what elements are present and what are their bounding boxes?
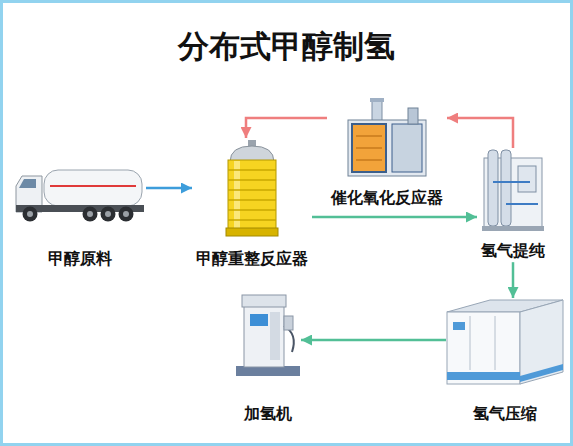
process-node: 氢气提纯 — [477, 148, 549, 262]
catalytic-reactor-part — [356, 135, 382, 137]
compressor-container-part — [470, 316, 471, 370]
node-label: 催化氧化反应器 — [331, 188, 443, 207]
tanker-truck-part — [83, 207, 98, 222]
tanker-truck — [16, 170, 144, 222]
purification-unit-part — [501, 150, 511, 226]
process-node: 加氢机 — [235, 293, 301, 425]
compressor-container-part — [453, 322, 465, 330]
node-label: 加氢机 — [244, 404, 292, 423]
catalytic-reactor-part — [392, 124, 422, 172]
reformer-tank-part — [228, 199, 276, 201]
tanker-truck-part — [27, 211, 33, 217]
catalytic-reactor-part — [348, 120, 426, 176]
tanker-truck-part — [101, 207, 116, 222]
catalytic-reactor-part — [370, 98, 384, 102]
catalytic-reactor-part — [356, 159, 382, 161]
tanker-truck-part — [23, 207, 38, 222]
reformer-tank-part — [226, 228, 278, 236]
flow-arrow — [301, 339, 446, 342]
tanker-truck-part — [50, 185, 136, 187]
process-node: 甲醇原料 — [14, 168, 146, 270]
hydrogen-dispenser-part — [250, 314, 268, 326]
reformer-tank-part — [228, 209, 276, 211]
flow-arrow — [512, 262, 515, 298]
purification-unit-part — [488, 150, 498, 226]
process-node: 催化氧化反应器 — [327, 96, 447, 209]
purification-unit — [482, 150, 544, 231]
purification-unit-part — [482, 226, 544, 231]
purification-unit-part — [518, 166, 536, 192]
tanker-truck-part — [119, 207, 134, 222]
reformer-tank-part — [228, 189, 276, 191]
tanker-truck-part — [19, 179, 36, 188]
tanker-truck-part — [105, 211, 111, 217]
hydrogen-dispenser-part — [242, 295, 286, 307]
process-node: 氢气压缩 — [446, 298, 564, 425]
tanker-truck-part — [44, 170, 142, 206]
purification-unit-part — [506, 203, 538, 205]
compressor-container-part — [447, 372, 520, 380]
flow-arrow — [447, 118, 513, 148]
hydrogen-dispenser-part — [284, 316, 293, 330]
catalytic-reactor-part — [356, 147, 382, 149]
hydrogen-dispenser-part — [244, 305, 284, 367]
compressor-container-part — [495, 316, 496, 370]
reformer-tank-part — [228, 179, 276, 181]
compressor-container-part — [520, 300, 563, 384]
tanker-truck-part — [87, 211, 93, 217]
hydrogen-dispenser — [236, 295, 300, 376]
reformer-tank-part — [234, 161, 240, 229]
tanker-truck-part — [123, 211, 129, 217]
purification-unit-part — [493, 181, 530, 183]
reformer-tank — [226, 140, 278, 236]
node-label: 氢气压缩 — [473, 404, 537, 423]
compressor-container-part — [520, 364, 563, 382]
compressor-container — [447, 300, 563, 384]
reformer-tank-part — [228, 160, 276, 230]
reformer-tank-part — [228, 169, 276, 171]
diagram-title: 分布式甲醇制氢 — [0, 28, 573, 65]
node-label: 甲醇重整反应器 — [196, 249, 308, 268]
node-label: 氢气提纯 — [481, 241, 545, 260]
catalytic-reactor-part — [408, 108, 418, 124]
flow-arrow — [246, 118, 327, 138]
node-label: 甲醇原料 — [48, 249, 112, 268]
reformer-tank-part — [228, 219, 276, 221]
catalytic-reactor-part — [352, 124, 386, 172]
compressor-container-part — [447, 312, 520, 384]
hydrogen-dispenser-part — [270, 312, 280, 360]
catalytic-reactor — [348, 98, 426, 176]
flow-arrow — [146, 187, 192, 190]
flow-arrow — [312, 216, 477, 219]
process-node: 甲醇重整反应器 — [192, 138, 312, 270]
